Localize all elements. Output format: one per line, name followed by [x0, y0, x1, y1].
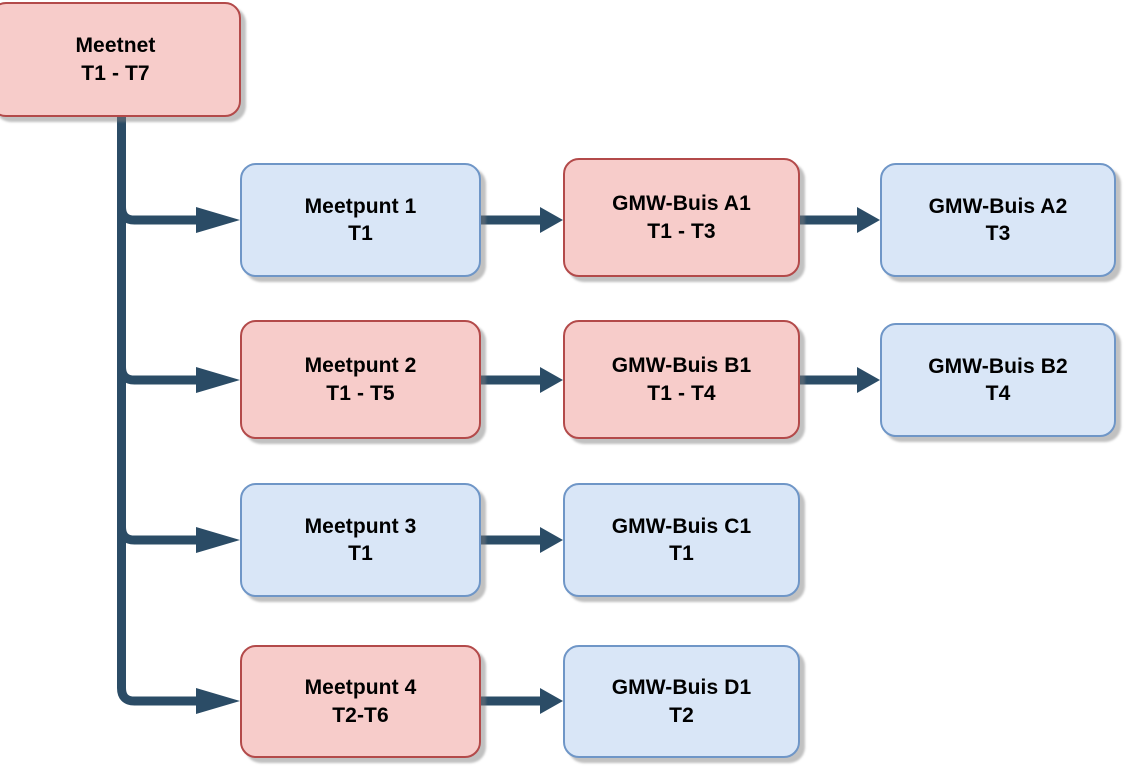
branch-connector-row-2 — [117, 366, 196, 385]
node-meetpunt-4-label: Meetpunt 4 — [304, 676, 417, 700]
arrowhead-row-1-col-3 — [857, 207, 880, 233]
node-meetpunt-1[interactable]: Meetpunt 1 T1 — [240, 163, 481, 277]
node-meetpunt-2-label: Meetpunt 2 — [304, 354, 417, 378]
node-gmw-buis-a1-label: GMW-Buis A1 — [612, 192, 751, 216]
node-gmw-buis-d1-period: T2 — [669, 703, 694, 727]
arrowhead-row-3-col-2 — [540, 527, 563, 553]
node-meetpunt-3-label: Meetpunt 3 — [304, 514, 417, 538]
arrowhead-row-2-col-3 — [857, 367, 880, 393]
node-gmw-buis-d1[interactable]: GMW-Buis D1 T2 — [563, 645, 800, 758]
node-gmw-buis-b1-label: GMW-Buis B1 — [611, 354, 752, 378]
arrowhead-row-4-col-1 — [196, 688, 240, 714]
node-gmw-buis-a2-label: GMW-Buis A2 — [928, 194, 1068, 218]
branch-connector-row-1 — [117, 206, 196, 225]
node-gmw-buis-c1-period: T1 — [669, 542, 694, 565]
trunk-connector — [117, 112, 196, 706]
node-meetpunt-2-period: T1 - T5 — [326, 381, 395, 405]
arrowhead-row-1-col-1 — [196, 207, 240, 233]
node-meetpunt-3[interactable]: Meetpunt 3 T1 — [240, 483, 481, 597]
node-gmw-buis-d1-label: GMW-Buis D1 — [611, 676, 752, 700]
branch-connector-row-3 — [117, 526, 196, 545]
node-meetnet[interactable]: Meetnet T1 - T7 — [0, 2, 241, 117]
node-gmw-buis-a2[interactable]: GMW-Buis A2 T3 — [880, 163, 1116, 277]
node-gmw-buis-c1-label: GMW-Buis C1 — [611, 514, 752, 538]
arrowhead-row-3-col-1 — [196, 527, 240, 553]
node-meetpunt-1-label: Meetpunt 1 — [304, 194, 417, 218]
arrowhead-row-2-col-1 — [196, 367, 240, 393]
node-gmw-buis-c1[interactable]: GMW-Buis C1 T1 — [563, 483, 800, 597]
node-gmw-buis-a1[interactable]: GMW-Buis A1 T1 - T3 — [563, 158, 800, 277]
arrowhead-row-2-col-2 — [540, 367, 563, 393]
arrowhead-row-4-col-2 — [540, 688, 563, 714]
node-gmw-buis-b2-label: GMW-Buis B2 — [928, 354, 1068, 378]
node-gmw-buis-b1[interactable]: GMW-Buis B1 T1 - T4 — [563, 320, 800, 439]
node-meetnet-period: T1 - T7 — [81, 61, 150, 85]
node-meetnet-label: Meetnet — [75, 34, 156, 58]
node-gmw-buis-b2[interactable]: GMW-Buis B2 T4 — [880, 323, 1116, 437]
node-meetpunt-1-period: T1 — [348, 222, 373, 245]
node-meetpunt-4[interactable]: Meetpunt 4 T2-T6 — [240, 645, 481, 758]
node-gmw-buis-b2-period: T4 — [985, 382, 1011, 405]
node-meetpunt-4-period: T2-T6 — [332, 703, 389, 727]
node-gmw-buis-b1-period: T1 - T4 — [647, 381, 716, 405]
node-gmw-buis-a1-period: T1 - T3 — [647, 219, 716, 243]
node-meetpunt-3-period: T1 — [348, 542, 373, 565]
arrowhead-row-1-col-2 — [540, 207, 563, 233]
node-meetpunt-2[interactable]: Meetpunt 2 T1 - T5 — [240, 320, 481, 439]
node-gmw-buis-a2-period: T3 — [985, 222, 1011, 245]
